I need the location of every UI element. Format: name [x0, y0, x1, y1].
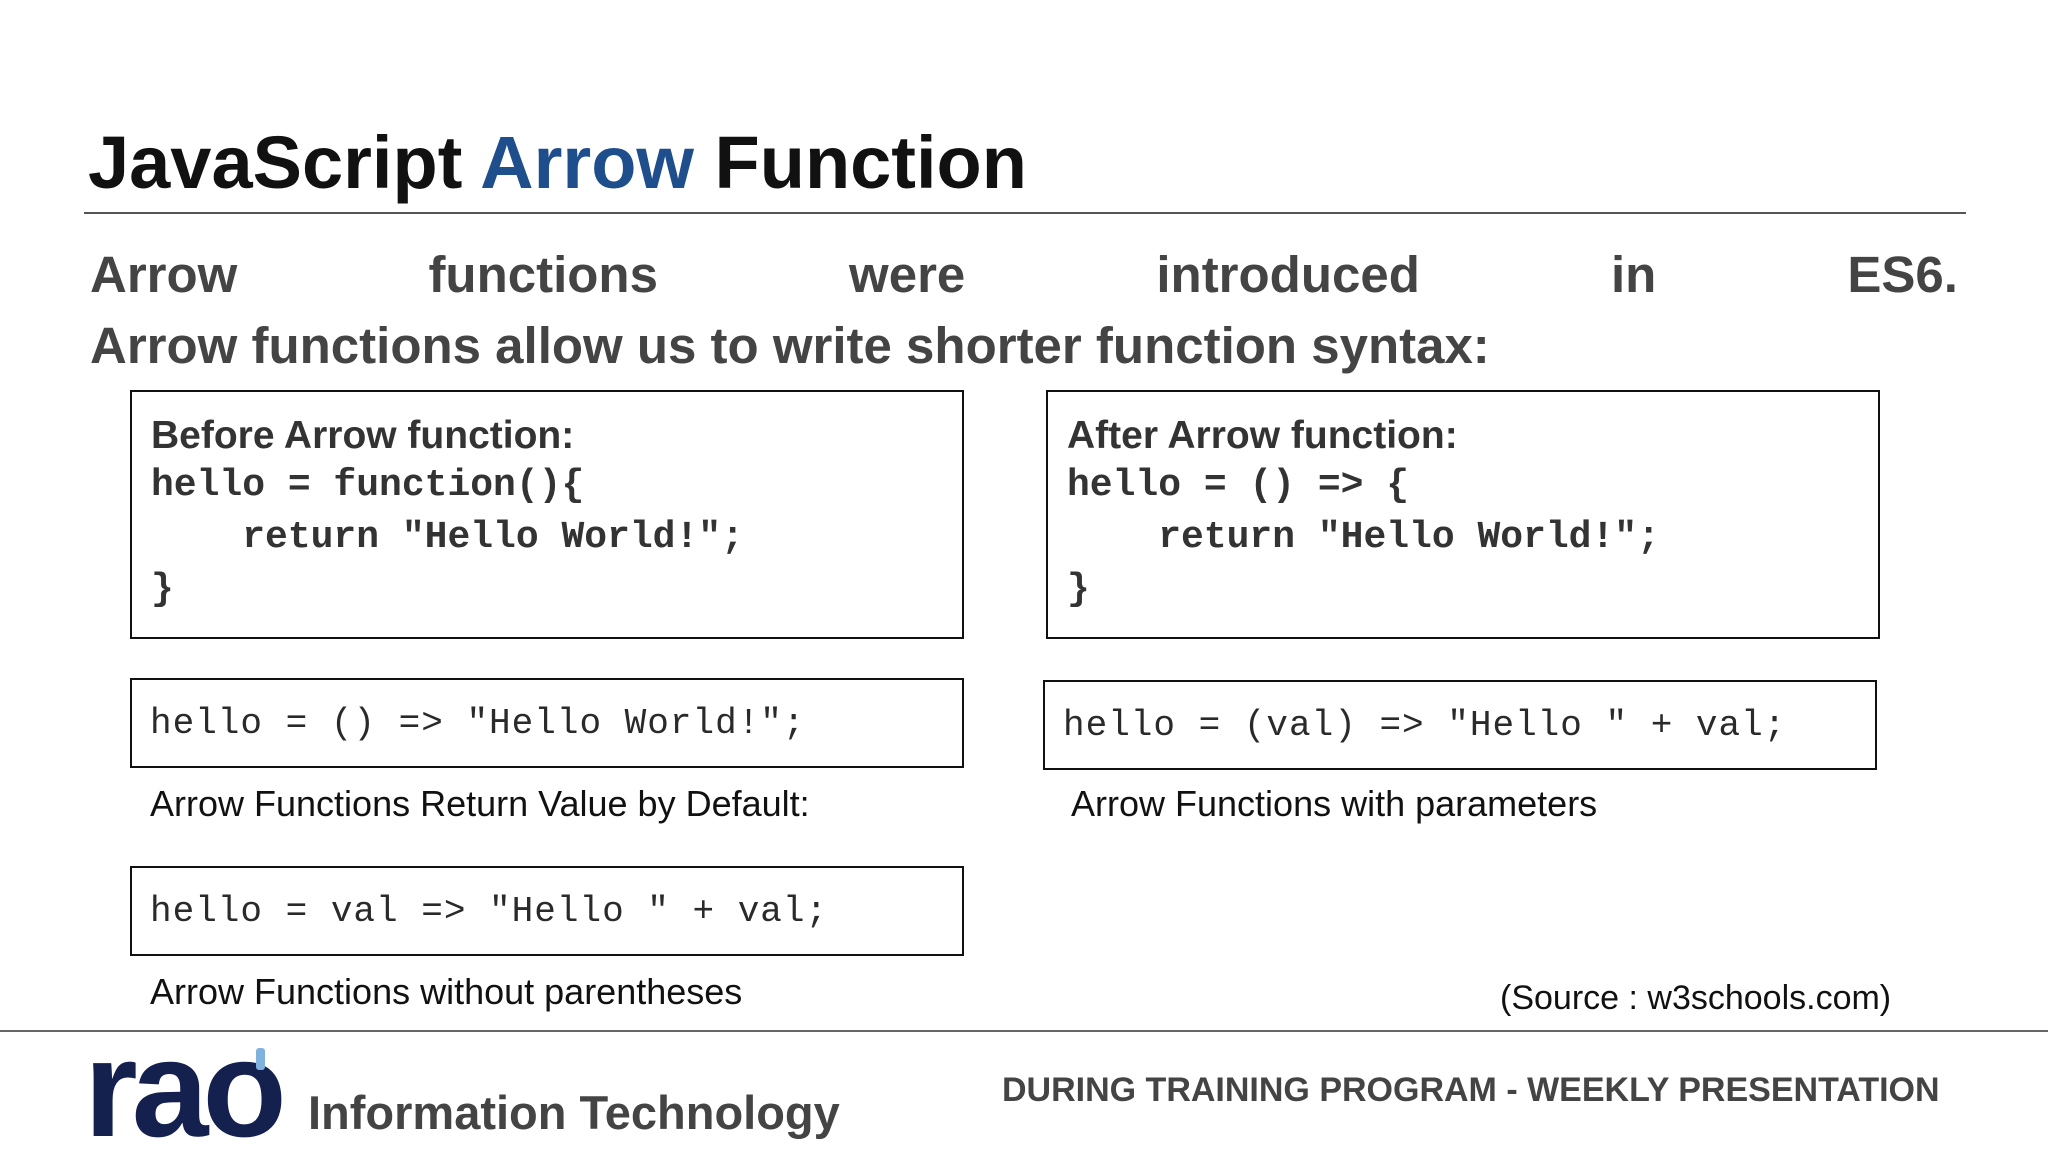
title-suffix: Function	[714, 121, 1027, 204]
title-prefix: JavaScript	[88, 121, 463, 204]
example-code: hello = val => "Hello " + val;	[150, 890, 829, 932]
company-name: Information Technology	[308, 1086, 840, 1139]
intro-word: ES6.	[1847, 246, 1958, 303]
intro-line-2: Arrow functions allow us to write shorte…	[90, 317, 1490, 374]
after-box-heading: After Arrow function:	[1067, 414, 1458, 457]
after-arrow-box: After Arrow function: hello = () => { re…	[1046, 390, 1880, 639]
before-box-heading: Before Arrow function:	[151, 414, 575, 457]
after-code-line: return "Hello World!";	[1067, 516, 1660, 559]
intro-word: Arrow	[90, 246, 238, 303]
intro-word: in	[1610, 246, 1657, 303]
slide-title: JavaScript Arrow Function	[88, 118, 1027, 208]
logo-text: rao	[84, 1044, 281, 1144]
example-code: hello = () => "Hello World!";	[150, 702, 806, 744]
example-code-box: hello = (val) => "Hello " + val;	[1043, 680, 1877, 770]
footer-divider	[0, 1030, 2048, 1032]
before-code-line: }	[151, 568, 174, 611]
before-code-line: hello = function(){	[151, 464, 585, 507]
after-code-line: hello = () => {	[1067, 464, 1410, 507]
title-accent: Arrow	[480, 121, 694, 204]
example-code-box: hello = val => "Hello " + val;	[130, 866, 964, 956]
after-code-line: }	[1067, 568, 1090, 611]
program-label: DURING TRAINING PROGRAM - WEEKLY PRESENT…	[1002, 1071, 1940, 1109]
example-caption: Arrow Functions Return Value by Default:	[150, 783, 810, 824]
intro-word: were	[849, 246, 966, 303]
logo-accent-mark	[256, 1048, 265, 1070]
example-code-box: hello = () => "Hello World!";	[130, 678, 964, 768]
example-code: hello = (val) => "Hello " + val;	[1063, 704, 1787, 746]
before-arrow-box: Before Arrow function: hello = function(…	[130, 390, 964, 639]
intro-word: functions	[428, 246, 658, 303]
title-divider	[84, 212, 1966, 214]
rao-logo: rao	[84, 1044, 287, 1144]
example-caption: Arrow Functions with parameters	[1071, 783, 1598, 824]
intro-line-1: Arrow functions were introduced in ES6.	[90, 240, 1958, 310]
example-caption: Arrow Functions without parentheses	[150, 971, 743, 1012]
intro-word: introduced	[1156, 246, 1420, 303]
before-code-line: return "Hello World!";	[151, 516, 744, 559]
source-citation: (Source : w3schools.com)	[1500, 979, 1892, 1017]
